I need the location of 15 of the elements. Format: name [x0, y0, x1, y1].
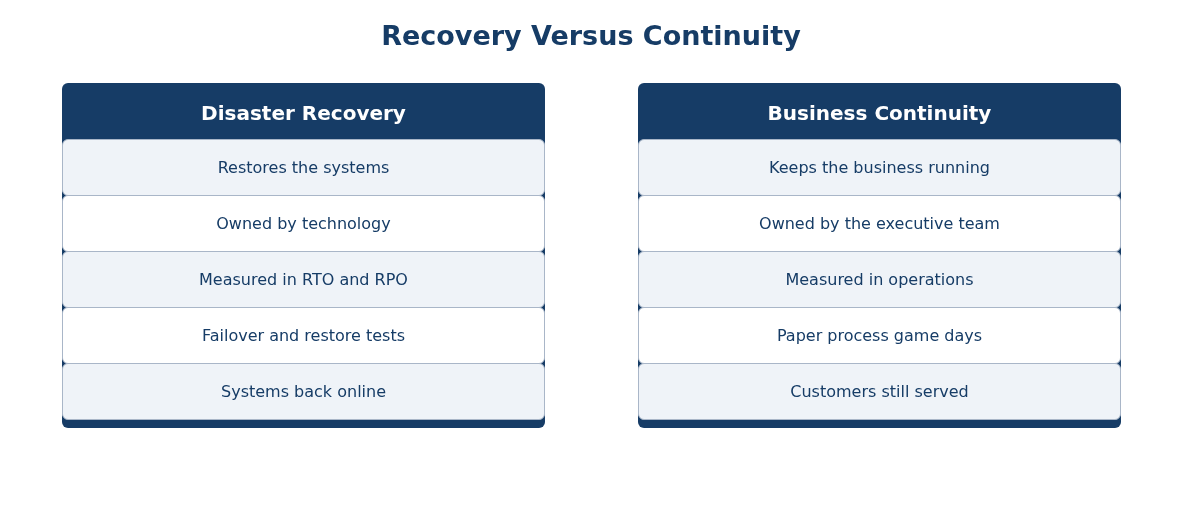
column-heading: Business Continuity [766, 101, 993, 125]
table-row: Measured in RTO and RPO [62, 251, 545, 308]
table-row: Restores the systems [62, 139, 545, 196]
table-row: Failover and restore tests [62, 307, 545, 364]
table-row: Owned by the executive team [638, 195, 1121, 252]
table-row: Systems back online [62, 363, 545, 420]
column-panel [638, 83, 1121, 428]
column-panel [62, 83, 545, 428]
table-row: Keeps the business running [638, 139, 1121, 196]
diagram-title: Recovery Versus Continuity [380, 20, 802, 51]
table-row: Owned by technology [62, 195, 545, 252]
column-heading: Disaster Recovery [200, 101, 407, 125]
table-row: Measured in operations [638, 251, 1121, 308]
table-row: Paper process game days [638, 307, 1121, 364]
table-row: Customers still served [638, 363, 1121, 420]
